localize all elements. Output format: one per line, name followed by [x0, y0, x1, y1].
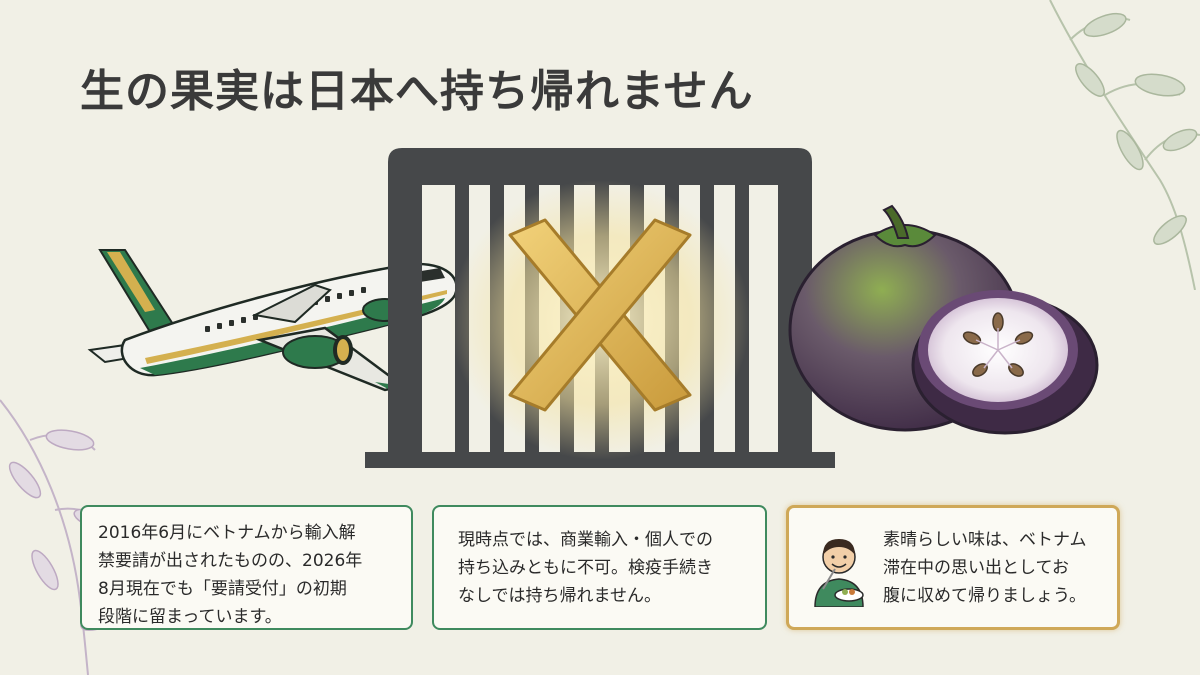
card-text: 現時点では、商業輸入・個人での 持ち込みともに不可。検疫手続き なしでは持ち帰れ… — [458, 526, 713, 610]
card-text: 素晴らしい味は、ベトナム 滞在中の思い出としてお 腹に収めて帰りましょう。 — [883, 526, 1087, 610]
card-line: 2016年6月にベトナムから輸入解 — [98, 523, 356, 543]
card-line: なしでは持ち帰れません。 — [458, 585, 661, 606]
airplane-icon — [87, 249, 458, 392]
info-card-import-ban: 現時点では、商業輸入・個人での 持ち込みともに不可。検疫手続き なしでは持ち帰れ… — [432, 505, 767, 630]
page-title: 生の果実は日本へ持ち帰れません — [80, 66, 754, 117]
card-line: 素晴らしい味は、ベトナム — [883, 529, 1087, 550]
card-line: 8月現在でも「要請受付」の初期 — [98, 579, 347, 599]
card-line: 腹に収めて帰りましょう。 — [883, 585, 1086, 606]
card-line: 滞在中の思い出としてお — [883, 557, 1069, 578]
card-line: 段階に留まっています。 — [98, 607, 282, 627]
card-line: 禁要請が出されたものの、2026年 — [98, 551, 363, 571]
card-line: 現時点では、商業輸入・個人での — [458, 529, 713, 550]
person-eating-icon — [814, 538, 864, 607]
card-line: 持ち込みともに不可。検疫手続き — [458, 557, 713, 578]
prohibited-x-icon — [508, 218, 692, 412]
star-apple-fruit-icon — [788, 204, 1099, 435]
leaf-decoration-icon — [1049, 0, 1200, 290]
info-card-request-status: 2016年6月にベトナムから輸入解 禁要請が出されたものの、2026年 8月現在… — [80, 505, 413, 630]
barrier-gate-icon — [365, 148, 835, 468]
info-card-enjoy-locally: 素晴らしい味は、ベトナム 滞在中の思い出としてお 腹に収めて帰りましょう。 — [786, 505, 1120, 630]
